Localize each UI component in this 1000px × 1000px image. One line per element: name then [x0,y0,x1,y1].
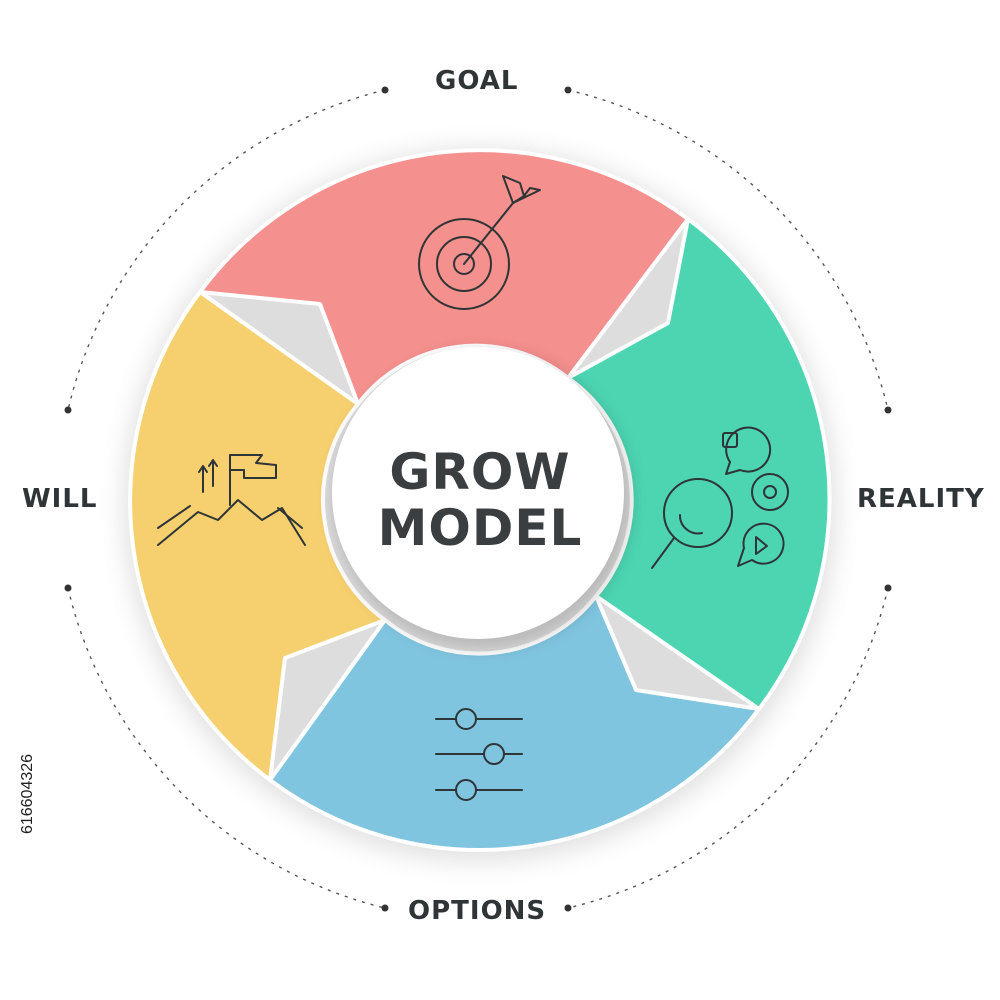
goal-segment[interactable] [198,148,690,406]
sliders-icon [435,708,523,801]
options-segment[interactable] [268,594,761,852]
goal-label: GOAL [435,66,519,96]
center-title-line-2: MODEL [377,499,583,557]
orbit-dot [381,904,389,912]
options-label: OPTIONS [408,896,547,926]
orbit-dot [64,406,72,414]
orbit-dot [64,584,72,592]
reality-label: REALITY [857,484,985,514]
center-disc [332,347,624,639]
orbit-dot [381,86,389,94]
orbit-arc-goal-will [67,89,386,411]
orbit-dot [564,86,572,94]
orbit-dot [884,406,892,414]
will-label: WILL [22,484,98,514]
orbit-dashes [67,89,889,909]
orbit-dots [64,86,892,912]
orbit-dot [564,904,572,912]
mountain-flag-icon [157,454,306,546]
will-segment[interactable] [128,290,387,782]
orbit-arc-will-options [67,587,386,909]
magnifier-shapes-icon [651,426,789,569]
stock-id-text: 616604326 [19,753,36,835]
target-arrow-icon [418,175,541,310]
orbit-dot [884,584,892,592]
center-title-line-1: GROW [389,443,571,501]
